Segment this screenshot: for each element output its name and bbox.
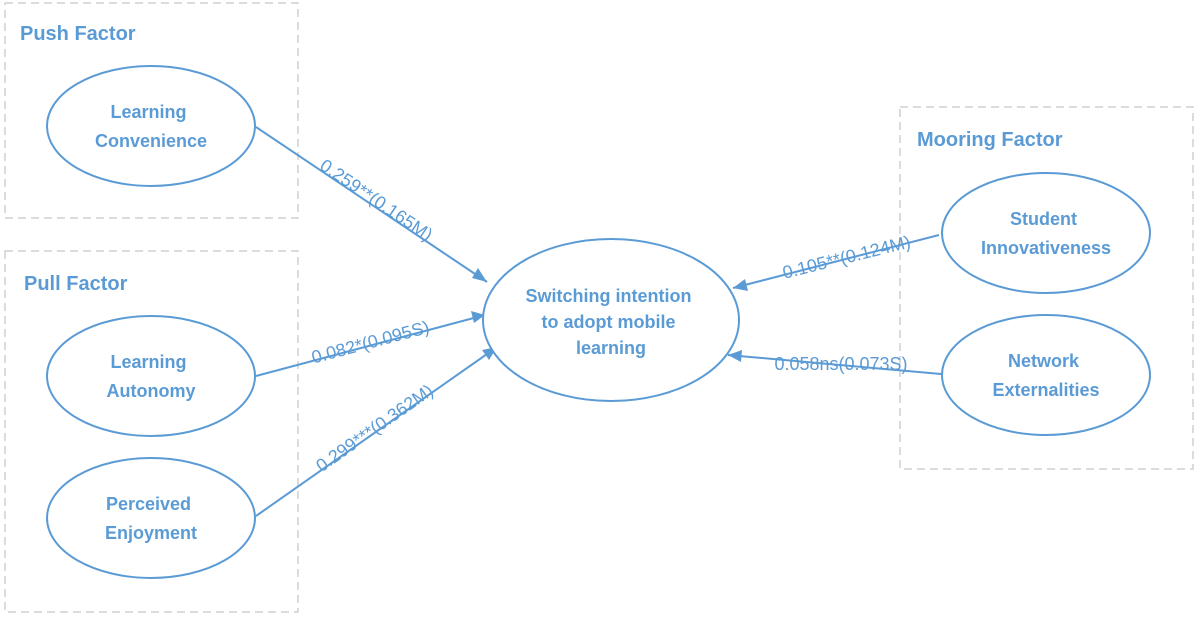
push-factor-title: Push Factor [20,23,136,45]
node-switching-intention-shape [482,238,740,402]
node-switching-intention-line-2: to adopt mobile [541,312,675,332]
push-factor-group: Push Factor [4,2,299,219]
node-perceived-enjoyment: Perceived Enjoyment [46,457,256,579]
push-factor-box [4,2,299,219]
node-switching-intention-label: Switching intention to adopt mobile lear… [526,286,697,358]
edge-autonomy-arrowhead [471,311,485,323]
edge-innovativeness-arrowhead [733,279,748,291]
edge-enjoyment-label: 0.299***(0.362M) [312,380,437,476]
node-perceived-enjoyment-line-1: Perceived [106,494,191,514]
node-student-innovativeness-shape [941,172,1151,294]
node-learning-autonomy-label: Learning Autonomy [107,352,196,401]
edge-enjoyment-line [255,346,498,517]
node-learning-autonomy-line-1: Learning [110,352,186,372]
edge-convenience-label: 0.259**(0.165M) [316,155,436,245]
node-network-externalities-shape [941,314,1151,436]
node-perceived-enjoyment-line-2: Enjoyment [105,523,197,543]
pull-factor-group: Pull Factor [4,250,299,613]
edge-innovativeness-line [732,234,940,289]
node-student-innovativeness-line-1: Student [1010,209,1077,229]
node-switching-intention: Switching intention to adopt mobile lear… [482,238,740,402]
edge-externalities-line [727,354,942,375]
node-network-externalities-line-1: Network [1008,351,1080,371]
pull-factor-box [4,250,299,613]
node-network-externalities-label: Network Externalities [992,351,1099,400]
mooring-factor-group: Mooring Factor [899,106,1194,470]
node-network-externalities: Network Externalities [941,314,1151,436]
mooring-factor-box [899,106,1194,470]
pull-factor-title: Pull Factor [24,273,128,295]
node-student-innovativeness-line-2: Innovativeness [981,238,1111,258]
node-switching-intention-line-3: learning [576,338,646,358]
node-learning-convenience-line-2: Convenience [95,131,207,151]
mooring-factor-title: Mooring Factor [917,129,1063,151]
node-learning-convenience: Learning Convenience [46,65,256,187]
edge-externalities-arrowhead [728,350,742,362]
node-student-innovativeness: Student Innovativeness [941,172,1151,294]
edge-convenience-arrowhead [472,268,487,282]
node-student-innovativeness-label: Student Innovativeness [981,209,1111,258]
edge-autonomy-label: 0.082*(0.095S) [309,317,431,368]
node-network-externalities-line-2: Externalities [992,380,1099,400]
edge-autonomy-line [255,314,486,377]
node-perceived-enjoyment-shape [46,457,256,579]
node-learning-convenience-shape [46,65,256,187]
node-learning-autonomy-line-2: Autonomy [107,381,196,401]
node-learning-autonomy-shape [46,315,256,437]
edge-innovativeness-label: 0.105**(0.124M) [781,232,913,283]
node-perceived-enjoyment-label: Perceived Enjoyment [105,494,197,543]
node-learning-convenience-label: Learning Convenience [95,102,207,151]
node-learning-autonomy: Learning Autonomy [46,315,256,437]
edge-externalities-label: 0.058ns(0.073S) [774,354,907,374]
node-learning-convenience-line-1: Learning [110,102,186,122]
node-switching-intention-line-1: Switching intention [526,286,692,306]
edge-convenience-line [255,126,488,283]
